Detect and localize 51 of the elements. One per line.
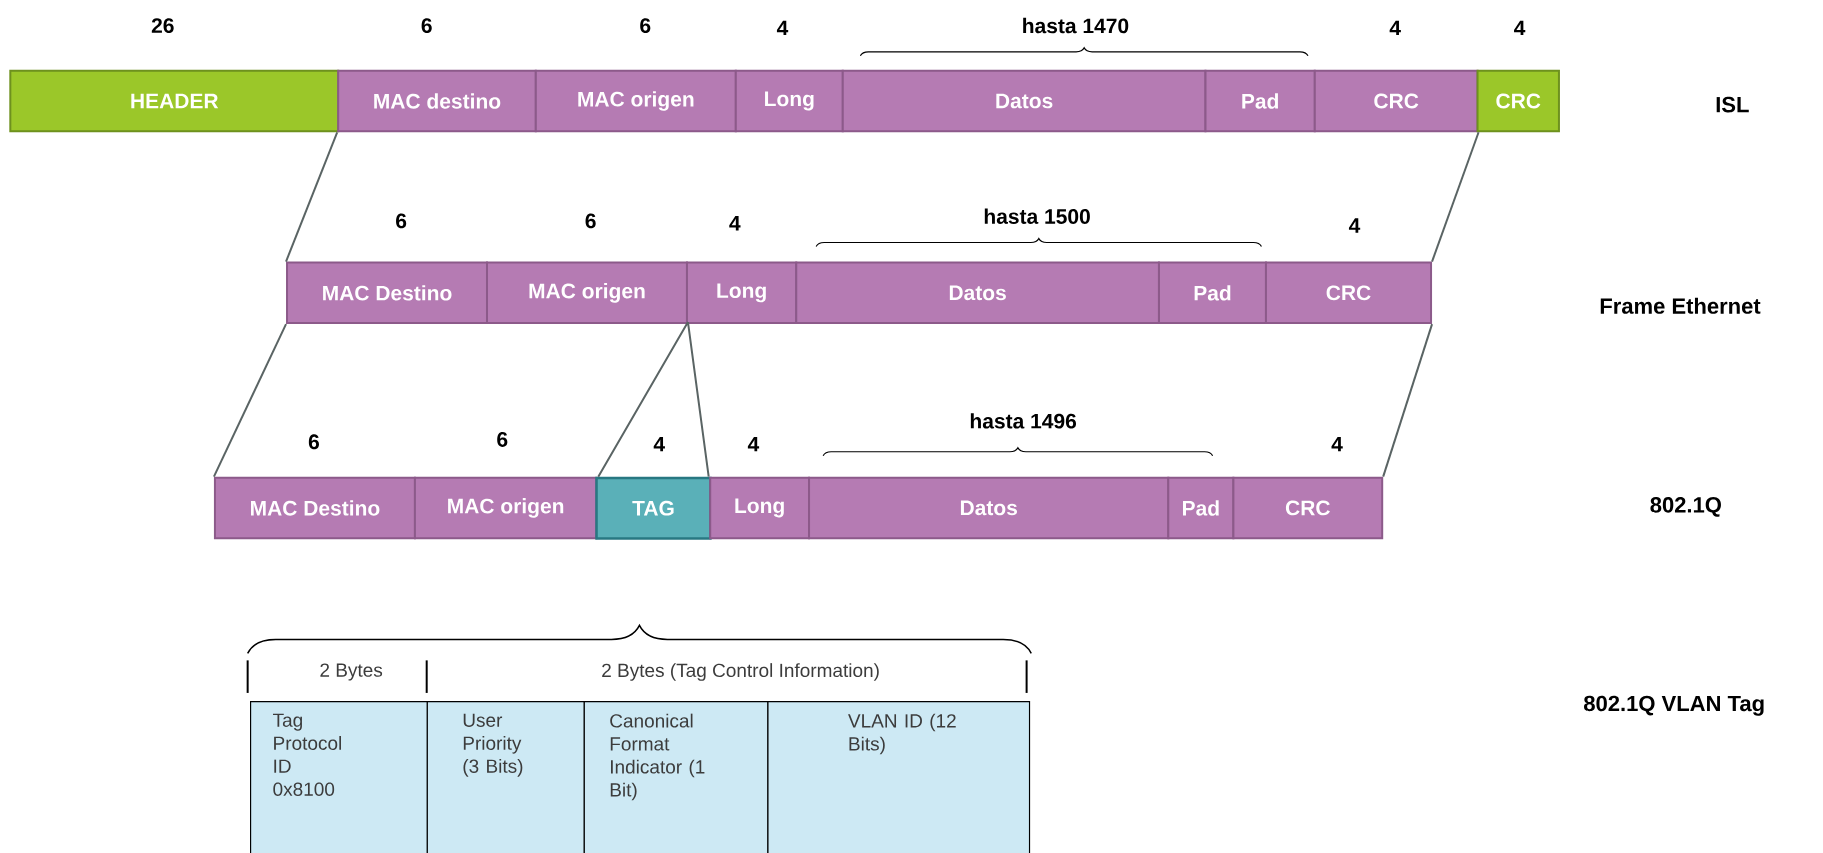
row-label: 802.1Q <box>1650 497 1721 517</box>
field-box: CRC <box>1476 69 1560 133</box>
column-header: 2 Bytes <box>320 663 383 681</box>
byte-count: 4 <box>653 436 665 452</box>
field-box: Long <box>709 476 810 540</box>
byte-count: 4 <box>776 20 789 36</box>
field-box: MAC origen <box>486 261 688 325</box>
field-box: CRC <box>1313 69 1479 133</box>
field-box: MAC Destino <box>213 476 416 540</box>
byte-count: 4 <box>1389 20 1401 36</box>
connector-line <box>1382 323 1434 478</box>
field-box: CRC <box>1264 261 1433 325</box>
byte-count: 6 <box>308 434 319 450</box>
field-box: Long <box>734 69 844 133</box>
column-header: 2 Bytes (Tag Control Information) <box>602 663 879 681</box>
byte-count: 6 <box>585 213 596 229</box>
field-box: Long <box>685 261 798 325</box>
field-box: MAC Destino <box>286 261 488 325</box>
table-cell: Canonical Format Indicator (1 Bit) <box>583 701 769 853</box>
byte-count: hasta 1500 <box>984 208 1090 224</box>
byte-count: 6 <box>497 432 508 447</box>
byte-count: 26 <box>151 18 174 33</box>
connector-line <box>1431 131 1480 263</box>
field-box: HEADER <box>9 69 340 133</box>
connector-line <box>597 321 710 478</box>
connector-line <box>212 323 287 478</box>
byte-count: 6 <box>421 18 432 33</box>
byte-count: 4 <box>1348 218 1361 233</box>
row-label: Frame Ethernet <box>1600 297 1761 314</box>
byte-count: hasta 1470 <box>1023 17 1129 34</box>
row-label: 802.1Q VLAN Tag <box>1584 695 1764 716</box>
byte-count: 6 <box>640 18 651 33</box>
node-label: Canonical Format Indicator (1 Bit) <box>610 713 705 801</box>
field-box: MAC origen <box>534 69 737 133</box>
table-cell: Tag Protocol ID 0x8100 <box>249 701 428 853</box>
table-cell: VLAN ID (12 Bits) <box>767 701 1031 853</box>
byte-count: 4 <box>1514 20 1526 36</box>
row-label: ISL <box>1716 96 1749 113</box>
field-box: Pad <box>1158 261 1267 325</box>
byte-count: 4 <box>1331 436 1343 452</box>
field-box: Pad <box>1167 476 1235 540</box>
field-box: MAC destino <box>337 69 537 133</box>
field-box: MAC origen <box>413 476 598 540</box>
field-box: Pad <box>1204 69 1316 133</box>
field-box: TAG <box>595 476 712 540</box>
byte-count: hasta 1496 <box>970 413 1077 429</box>
byte-count: 4 <box>729 216 741 231</box>
table-cell: User Priority (3 Bits) <box>426 701 585 853</box>
connector-line <box>285 131 339 263</box>
byte-count: 4 <box>747 436 760 452</box>
byte-count: 6 <box>396 213 407 229</box>
